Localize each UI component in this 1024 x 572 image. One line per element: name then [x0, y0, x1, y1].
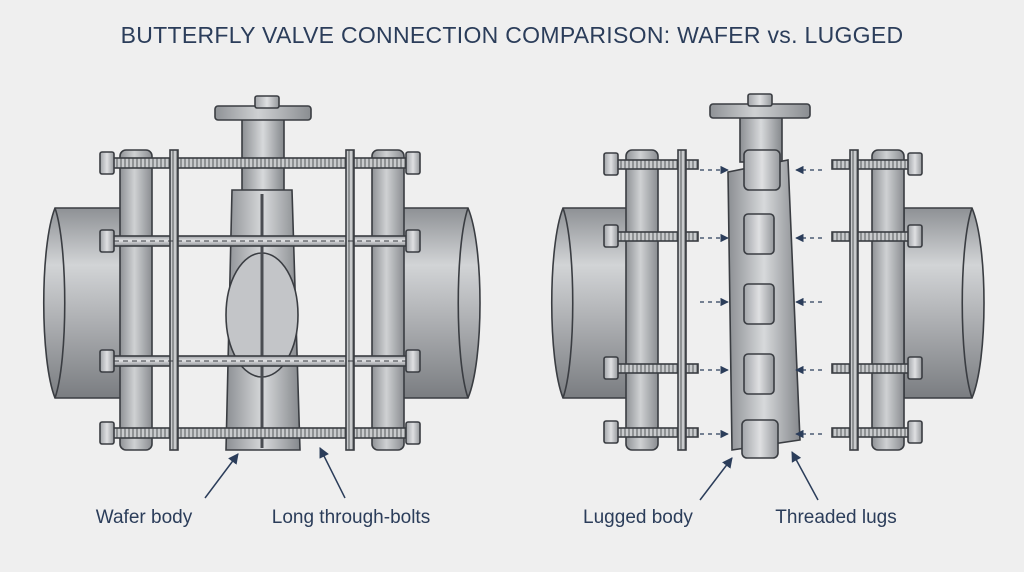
diagram-title: BUTTERFLY VALVE CONNECTION COMPARISON: W…: [120, 22, 904, 48]
label-through-bolts: Long through-bolts: [272, 507, 430, 528]
label-threaded-lugs: Threaded lugs: [775, 507, 896, 528]
callout-arrows: [204, 447, 819, 501]
lugged-left-flange: [625, 149, 659, 451]
threaded-lugs: [741, 149, 781, 459]
wafer-top-cap: [254, 95, 280, 109]
wafer-stem: [241, 111, 285, 193]
lugged-stud-bolts: [611, 149, 919, 451]
through-bolts-arrow: [319, 447, 346, 499]
lugged-assembly: [550, 93, 985, 459]
wafer-left-flange: [119, 149, 153, 451]
label-wafer-body: Wafer body: [96, 507, 193, 528]
lugged-body-arrow: [699, 457, 733, 501]
lugged-top-cap: [747, 93, 773, 107]
wafer-assembly: [42, 95, 481, 451]
label-lugged-body: Lugged body: [583, 507, 693, 528]
lugged-right-flange: [871, 149, 905, 451]
wafer-right-flange: [371, 149, 405, 451]
threaded-lugs-arrow: [791, 451, 819, 501]
wafer-body-arrow: [204, 453, 239, 499]
lugged-nuts: [603, 152, 923, 444]
